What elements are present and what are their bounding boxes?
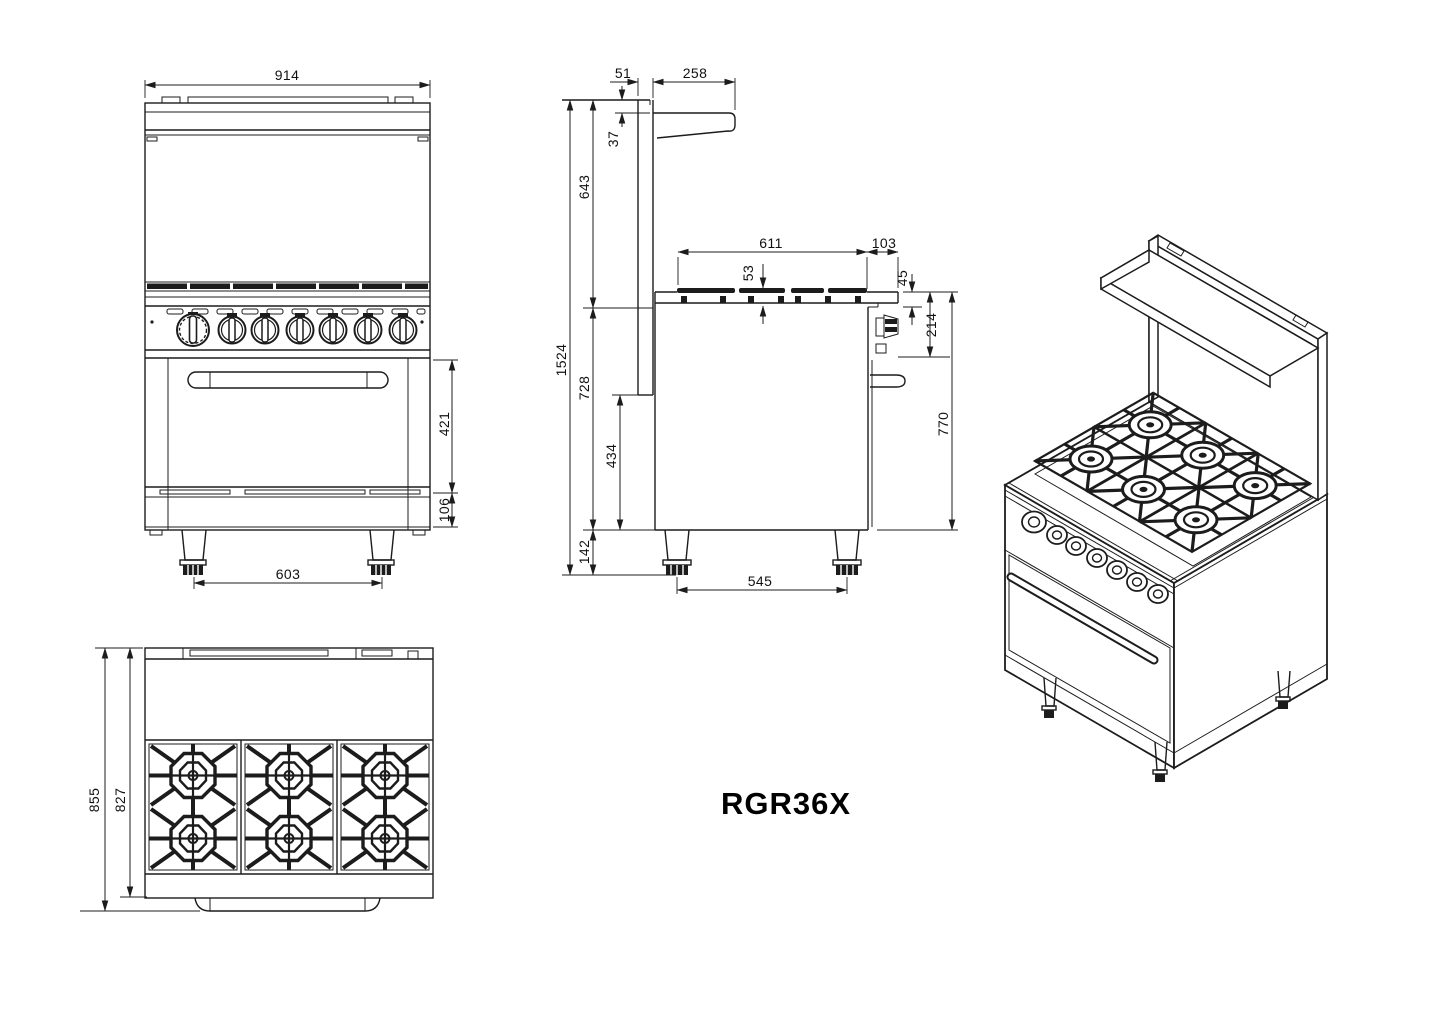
oven-knob (176, 312, 210, 347)
iso-legs (1041, 670, 1291, 782)
side-legs (662, 529, 862, 575)
plan-view (80, 647, 434, 912)
iso-oven-door (1008, 554, 1171, 744)
dim-leg-height: 142 (576, 540, 592, 565)
dim-control-panel-height: 214 (923, 313, 939, 338)
plan-handle-tab (194, 897, 381, 912)
dim-front-face-height: 770 (935, 412, 951, 437)
dim-backguard-depth: 51 (615, 65, 631, 81)
front-legs (179, 529, 395, 575)
side-knob-profile (875, 314, 899, 354)
front-grate-strip (147, 283, 428, 289)
dim-burner-deck-depth: 611 (759, 235, 783, 251)
dimension-labels: 914 421 106 603 51 258 37 643 1524 728 4… (86, 65, 951, 821)
dim-front-trim-depth: 103 (872, 235, 897, 251)
plan-burner-grates (147, 742, 431, 872)
side-handle-profile (870, 374, 906, 388)
side-grate-profile (677, 288, 867, 303)
oven-door-handle (187, 371, 389, 389)
isometric-view (1003, 234, 1329, 782)
dim-back-panel-height: 434 (603, 444, 619, 469)
dim-shelf-depth: 258 (683, 65, 708, 81)
burner-knobs (217, 313, 418, 345)
dim-oven-door-height: 421 (436, 412, 452, 437)
model-label: RGR36X (721, 786, 851, 821)
dim-leg-spacing-width: 603 (276, 566, 301, 582)
dim-overall-depth: 855 (86, 788, 102, 813)
front-elevation-view (144, 80, 458, 589)
dim-base-height: 106 (436, 498, 452, 523)
vent-slots (166, 308, 426, 315)
side-elevation-view (562, 78, 958, 594)
iso-door-handle (1006, 572, 1159, 665)
dim-trim-height: 45 (894, 270, 910, 286)
dim-body-height: 728 (576, 376, 592, 401)
dim-overall-height: 1524 (553, 344, 569, 377)
dim-overall-width: 914 (275, 67, 300, 83)
dim-backguard-height: 643 (576, 175, 592, 200)
dim-grate-height: 53 (740, 265, 756, 281)
dim-body-depth: 827 (112, 788, 128, 813)
dim-shelf-drop: 37 (605, 131, 621, 147)
dim-leg-spacing-depth: 545 (748, 573, 773, 589)
iso-knobs (1021, 510, 1169, 604)
